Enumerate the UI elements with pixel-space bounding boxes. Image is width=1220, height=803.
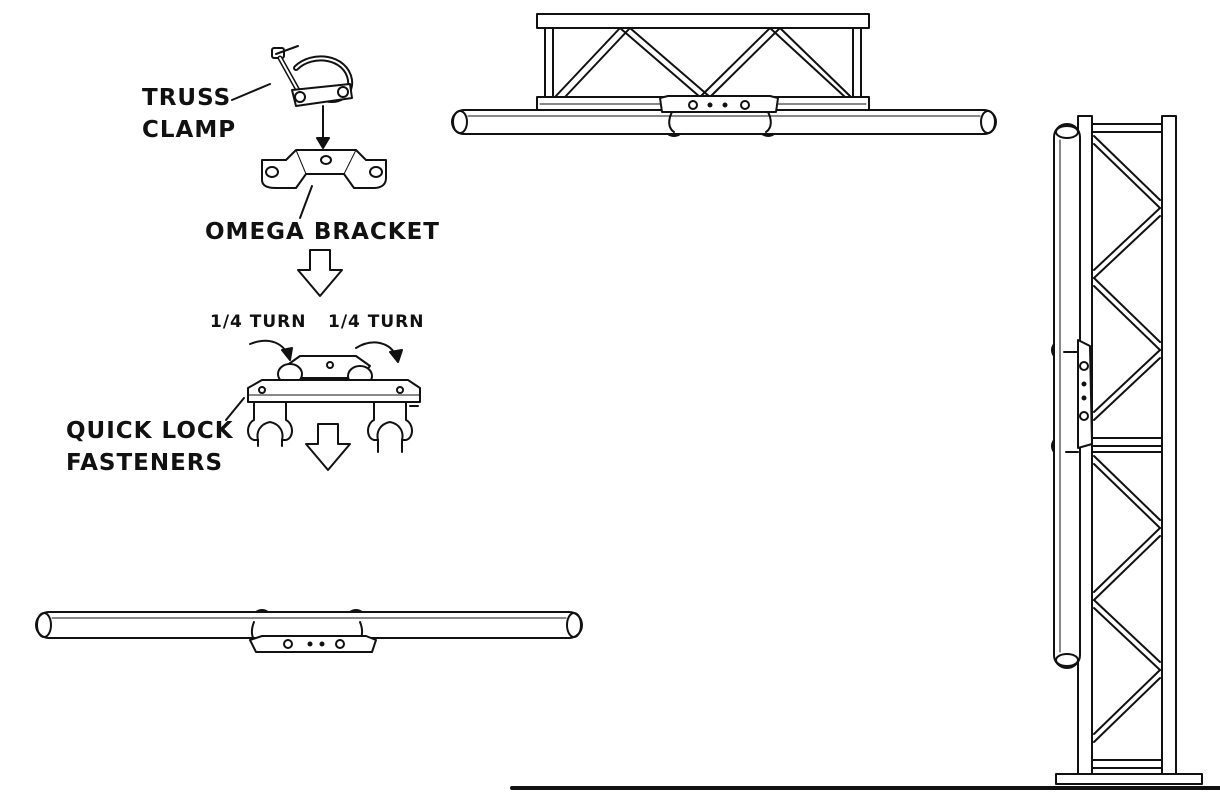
truss-clamp-label-line2: CLAMP [142, 117, 237, 143]
omega-bracket-label: OMEGA BRACKET [205, 219, 440, 245]
truss-clamp-drawing [271, 45, 354, 149]
vertical-fixture-bar [1051, 123, 1093, 669]
down-arrow-2 [305, 423, 351, 471]
standalone-fixture-bar [35, 609, 583, 653]
quick-lock-label-line2: FASTENERS [66, 450, 224, 476]
overhead-fixture-bar [451, 95, 997, 137]
omega-bracket-drawing [261, 149, 387, 189]
omega-bracket-leader [299, 185, 313, 219]
down-arrow-1 [297, 249, 343, 297]
quick-lock-leader [225, 397, 245, 421]
turn-left-label: 1/4 TURN [210, 312, 307, 332]
truss-clamp-leader [231, 83, 271, 101]
quick-lock-assembly [247, 339, 421, 453]
truss-clamp-label-line1: TRUSS [142, 85, 232, 111]
turn-right-label: 1/4 TURN [328, 312, 425, 332]
quick-lock-label-line1: QUICK LOCK [66, 418, 234, 444]
